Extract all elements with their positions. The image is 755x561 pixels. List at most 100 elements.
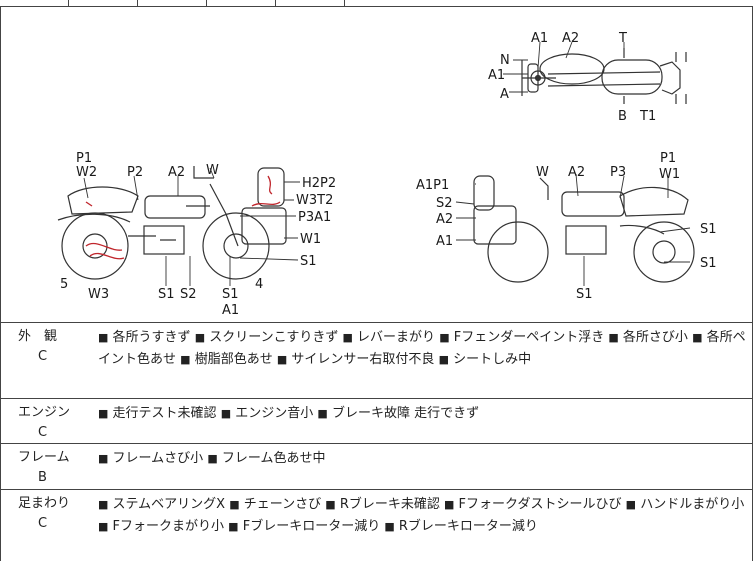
- bullet-square-icon: ■: [98, 452, 109, 465]
- bullet-square-icon: ■: [342, 331, 353, 344]
- label-p3: P3: [610, 165, 626, 180]
- bullet-square-icon: ■: [317, 407, 328, 420]
- label-a1p1: A1P1: [416, 178, 449, 193]
- bullet-square-icon: ■: [98, 331, 109, 344]
- row-items: ■ 走行テスト未確認 ■ エンジン音小 ■ ブレーキ故障 走行できず: [98, 403, 746, 425]
- row-name: エンジン: [18, 405, 71, 420]
- label-s1: S1: [700, 256, 717, 271]
- left-view-motorcycle: [57, 166, 287, 280]
- right-view-motorcycle: [473, 175, 695, 283]
- bullet-square-icon: ■: [692, 331, 703, 344]
- label-p1: P1: [76, 151, 92, 166]
- label-p2: P2: [127, 165, 143, 180]
- bullet-square-icon: ■: [220, 407, 232, 420]
- defect-item: シートしみ中: [453, 352, 532, 367]
- row-items: ■ ステムベアリングX ■ チェーンさび ■ Rブレーキ未確認 ■ Fフォークダ…: [98, 494, 746, 538]
- strip-divider: [344, 0, 345, 6]
- row-name: 足まわり: [18, 496, 71, 511]
- row-items: ■ 各所うすきず ■ スクリーンこすりきず ■ レバーまがり ■ Fフェンダーペ…: [98, 327, 746, 371]
- bullet-square-icon: ■: [608, 331, 619, 344]
- defect-item: ステムベアリングX: [112, 497, 226, 512]
- bullet-square-icon: ■: [438, 353, 449, 366]
- bullet-square-icon: ■: [207, 452, 218, 465]
- label-a1: A1: [222, 303, 239, 318]
- bullet-square-icon: ■: [625, 498, 637, 511]
- label-a: A: [500, 87, 509, 102]
- label-s2: S2: [436, 196, 453, 211]
- label-w2: W2: [76, 165, 97, 180]
- row-grade: B: [38, 470, 47, 485]
- defect-item: Rブレーキ未確認: [339, 497, 440, 512]
- label-s2: S2: [180, 287, 197, 302]
- leader-lines: [83, 41, 691, 286]
- label-t: T: [618, 31, 627, 46]
- label-a2: A2: [562, 31, 579, 46]
- defect-item: Fフェンダーペイント浮き: [453, 330, 605, 345]
- motorcycle-damage-diagram: A1 A2 T N A1 A B T1 P1 W2 P2 A2 W H2P2 W…: [57, 31, 717, 318]
- defect-item: Fフォークまがり小: [112, 519, 225, 534]
- label-p3a1: P3A1: [298, 210, 331, 225]
- defect-item: エンジン音小: [235, 406, 314, 421]
- label-s1: S1: [222, 287, 239, 302]
- label-w1: W1: [300, 232, 321, 247]
- bullet-square-icon: ■: [180, 353, 191, 366]
- row-grade: C: [38, 425, 48, 440]
- label-w: W: [206, 163, 219, 178]
- row-frame: フレーム B ■ フレームさび小 ■ フレーム色あせ中: [0, 443, 753, 489]
- label-a1: A1: [531, 31, 548, 46]
- defect-item: 走行テスト未確認: [112, 406, 217, 421]
- bullet-square-icon: ■: [98, 520, 109, 533]
- strip-divider: [137, 0, 138, 6]
- defect-item: チェーンさび: [243, 497, 322, 512]
- label-s1: S1: [300, 254, 317, 269]
- defect-item: レバーまがり: [357, 330, 436, 345]
- bullet-square-icon: ■: [194, 331, 206, 344]
- label-p1: P1: [660, 151, 676, 166]
- bullet-square-icon: ■: [98, 407, 109, 420]
- row-suspension: 足まわり C ■ ステムベアリングX ■ チェーンさび ■ Rブレーキ未確認 ■…: [0, 489, 753, 561]
- defect-item: サイレンサー右取付不良: [291, 352, 435, 367]
- label-4: 4: [255, 277, 263, 292]
- top-view-motorcycle: [521, 48, 687, 104]
- row-name: 外 観: [18, 329, 58, 344]
- strip-divider: [275, 0, 276, 6]
- defect-item: Fブレーキローター減り: [242, 519, 381, 534]
- defect-item: Fフォークダストシールひび: [458, 497, 622, 512]
- label-5: 5: [60, 277, 68, 292]
- label-a2: A2: [436, 212, 453, 227]
- defect-item: 各所さび小: [622, 330, 688, 345]
- defect-item: ハンドルまがり小: [640, 497, 745, 512]
- defect-item: Rブレーキローター減り: [398, 519, 538, 534]
- label-w: W: [536, 165, 549, 180]
- row-grade: C: [38, 516, 48, 531]
- label-s1: S1: [576, 287, 593, 302]
- label-w3: W3: [88, 287, 109, 302]
- damage-marks: [85, 175, 281, 260]
- label-t1: T1: [639, 109, 656, 124]
- bullet-square-icon: ■: [98, 498, 109, 511]
- defect-item: スクリーンこすりきず: [209, 330, 339, 345]
- diagram-labels: A1 A2 T N A1 A B T1 P1 W2 P2 A2 W H2P2 W…: [60, 31, 717, 318]
- label-a1: A1: [488, 68, 505, 83]
- defect-item: フレーム色あせ中: [221, 451, 326, 466]
- label-b: B: [618, 109, 627, 124]
- row-name: フレーム: [18, 450, 70, 465]
- strip-divider: [206, 0, 207, 6]
- bullet-square-icon: ■: [276, 353, 288, 366]
- defect-item: 各所ペイント色あせ: [98, 330, 746, 367]
- label-a2: A2: [168, 165, 185, 180]
- label-a1: A1: [436, 234, 453, 249]
- table-top-strip: [0, 0, 755, 6]
- row-exterior: 外 観 C ■ 各所うすきず ■ スクリーンこすりきず ■ レバーまがり ■ F…: [0, 322, 753, 398]
- defect-item: フレームさび小: [112, 451, 204, 466]
- row-items: ■ フレームさび小 ■ フレーム色あせ中: [98, 448, 746, 470]
- label-w3t2: W3T2: [296, 193, 333, 208]
- defect-item: ブレーキ故障 走行できず: [331, 406, 480, 421]
- row-engine: エンジン C ■ 走行テスト未確認 ■ エンジン音小 ■ ブレーキ故障 走行でき…: [0, 398, 753, 443]
- label-w1: W1: [659, 167, 680, 182]
- bullet-square-icon: ■: [229, 498, 240, 511]
- bullet-square-icon: ■: [444, 498, 455, 511]
- label-a2: A2: [568, 165, 585, 180]
- bullet-square-icon: ■: [384, 520, 395, 533]
- condition-sheet: [0, 6, 753, 561]
